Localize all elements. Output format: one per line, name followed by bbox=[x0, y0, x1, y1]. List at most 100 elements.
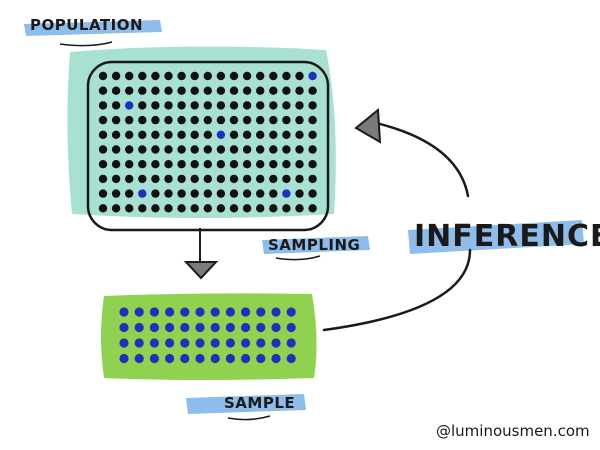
population-dot bbox=[269, 160, 278, 169]
inference-arrow-head bbox=[354, 107, 382, 144]
population-dot bbox=[256, 204, 265, 213]
sample-underline bbox=[227, 415, 271, 421]
population-dot bbox=[111, 101, 121, 110]
population-dot bbox=[98, 130, 108, 139]
population-dot bbox=[190, 115, 199, 125]
population-dot bbox=[151, 101, 160, 110]
population-dot bbox=[151, 189, 160, 198]
sample-dot bbox=[165, 307, 175, 317]
population-sampled-dot bbox=[216, 130, 226, 139]
population-dot bbox=[151, 204, 160, 213]
population-dot bbox=[242, 189, 252, 198]
population-dot bbox=[190, 174, 199, 184]
population-dot bbox=[308, 115, 317, 125]
population-dot bbox=[229, 160, 239, 169]
sampling-arrow bbox=[183, 228, 321, 280]
population-dot bbox=[203, 130, 212, 139]
population-dot bbox=[151, 145, 160, 154]
sample-dot bbox=[286, 307, 296, 317]
population-dot bbox=[164, 86, 173, 95]
population-dot bbox=[269, 145, 278, 154]
population-dot bbox=[151, 160, 160, 169]
population-dot bbox=[138, 86, 147, 95]
population-dot bbox=[295, 115, 304, 125]
population-dot bbox=[125, 71, 134, 81]
population-dot bbox=[242, 86, 252, 95]
population-dot bbox=[256, 115, 265, 125]
population-dot bbox=[229, 101, 239, 110]
population-dot bbox=[138, 174, 147, 184]
population-dot bbox=[111, 145, 121, 154]
credit-text: @luminousmen.com bbox=[436, 422, 590, 440]
population-dot bbox=[111, 71, 121, 81]
population-fill bbox=[67, 46, 336, 218]
population-dot bbox=[229, 115, 239, 125]
population-dot bbox=[164, 145, 173, 154]
population-dot bbox=[295, 204, 304, 213]
population-dot bbox=[295, 71, 304, 81]
population-dot bbox=[282, 174, 291, 184]
sampling-arrow-head bbox=[183, 261, 219, 280]
population-sampled-dot bbox=[138, 189, 147, 198]
sample-dot bbox=[241, 353, 251, 364]
population-dot bbox=[308, 204, 317, 213]
population-dot bbox=[242, 115, 252, 125]
population-dot bbox=[295, 160, 304, 169]
population-dot bbox=[282, 160, 291, 169]
population-dot bbox=[98, 189, 108, 198]
population-dot bbox=[98, 204, 108, 213]
population-dot bbox=[308, 86, 317, 95]
population-dot bbox=[308, 174, 317, 184]
sample-dot bbox=[225, 338, 235, 348]
population-dot bbox=[203, 174, 212, 184]
sample-dot bbox=[256, 322, 266, 333]
population-dot bbox=[242, 71, 252, 81]
population-dot bbox=[98, 86, 108, 95]
sample-dot bbox=[271, 322, 281, 333]
population-dot bbox=[269, 204, 278, 213]
population-dot bbox=[308, 145, 317, 154]
population-dot bbox=[151, 130, 160, 139]
population-sampled-dot bbox=[308, 71, 317, 81]
population-dot bbox=[256, 189, 265, 198]
sample-dot bbox=[195, 322, 205, 333]
sample-dot bbox=[180, 353, 190, 364]
population-dot bbox=[203, 86, 212, 95]
sample-dot bbox=[149, 338, 159, 348]
inference-curve bbox=[322, 120, 472, 332]
population-dot bbox=[308, 189, 317, 198]
population-dot bbox=[98, 71, 108, 81]
population-dot bbox=[308, 101, 317, 110]
sample-dot bbox=[271, 307, 281, 317]
population-dot bbox=[295, 86, 304, 95]
sample-dot bbox=[180, 338, 190, 348]
sample-dot bbox=[149, 322, 159, 333]
population-dot bbox=[269, 115, 278, 125]
population-dot bbox=[282, 71, 291, 81]
population-dot bbox=[282, 86, 291, 95]
population-dot bbox=[242, 145, 252, 154]
population-dot bbox=[98, 101, 108, 110]
population-dot bbox=[216, 71, 226, 81]
population-dot bbox=[229, 86, 239, 95]
sample-dot bbox=[241, 338, 251, 348]
population-dot bbox=[164, 174, 173, 184]
population-dot bbox=[164, 115, 173, 125]
population-dot bbox=[203, 115, 212, 125]
population-dot bbox=[125, 174, 134, 184]
population-dot bbox=[216, 174, 226, 184]
population-dot bbox=[216, 115, 226, 125]
sample-dot bbox=[210, 338, 220, 348]
population-dot bbox=[269, 130, 278, 139]
population-dot bbox=[164, 71, 173, 81]
population-dot bbox=[111, 86, 121, 95]
population-dot bbox=[111, 160, 121, 169]
population-dot bbox=[216, 189, 226, 198]
population-dot bbox=[111, 130, 121, 139]
population-dot bbox=[256, 160, 265, 169]
population-dot bbox=[216, 204, 226, 213]
population-dot bbox=[282, 145, 291, 154]
population-dot bbox=[216, 86, 226, 95]
highlighter-strokes bbox=[24, 20, 584, 414]
